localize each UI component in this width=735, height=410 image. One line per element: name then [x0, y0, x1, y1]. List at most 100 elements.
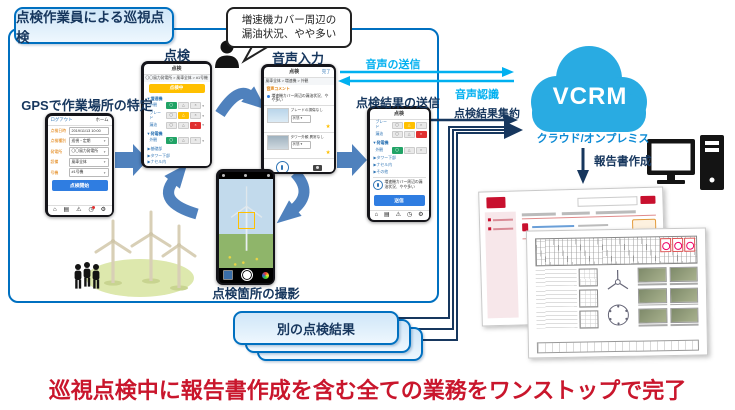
status-ng-button[interactable]: × [190, 137, 202, 145]
status-warn-button[interactable]: △ [403, 146, 415, 154]
done-button[interactable]: 完了 [321, 68, 331, 74]
status-warn-button[interactable]: △ [403, 121, 415, 129]
section-label: ▼増速機 [146, 95, 163, 101]
site-select[interactable]: 〇〇風力発電所▾ [68, 147, 109, 157]
section-link[interactable]: ▶タワー下部 [147, 152, 170, 158]
label-voice-input: 音声入力 [271, 51, 324, 66]
checklist-row[interactable]: 漏油 〇 △ × [370, 131, 429, 139]
status-ok-button[interactable]: 〇 [391, 146, 403, 154]
phone-bottom-nav[interactable]: ⌂ ▤ ⚠ ◷ ⚙ [47, 204, 112, 215]
camera-button[interactable] [312, 164, 322, 171]
field-label: 号機 [50, 169, 59, 175]
status-button[interactable]: 点検中 [148, 83, 205, 93]
result-flow-arrows [394, 114, 589, 341]
speech-bubble-line1: 増速機カバー周辺の [241, 14, 337, 27]
state-select[interactable]: 状態 ▾ [290, 114, 311, 123]
desktop-pc-icon [647, 135, 724, 190]
phone-bottom-nav[interactable]: ⌂ ▤ ⚠ ◷ ⚙ [369, 209, 429, 220]
status-ng-button[interactable]: × [415, 121, 427, 129]
filter-icon[interactable] [261, 271, 269, 279]
checklist-row[interactable]: 漏油 〇 △ × ▾ [149, 121, 205, 130]
status-warn-button[interactable]: △ [177, 121, 189, 130]
mic-button[interactable] [372, 179, 383, 190]
mic-dot-icon [266, 94, 270, 98]
status-ok-button[interactable]: 〇 [165, 137, 177, 145]
approval-stamp [684, 237, 696, 252]
chevron-down-icon: ▾ [202, 103, 205, 108]
section-link[interactable]: ▶ナセル内 [373, 162, 393, 168]
mic-button[interactable] [275, 161, 289, 172]
label-results-aggregation: 点検結果集約 [454, 108, 520, 120]
section-link[interactable]: ▶ナセル内 [147, 159, 167, 165]
status-ok-button[interactable]: 〇 [165, 102, 177, 110]
star-icon[interactable]: ★ [325, 123, 331, 130]
section-link[interactable]: ▶基礎部 [147, 145, 163, 151]
workers-group-icon [74, 262, 100, 289]
cloud-icon [531, 46, 647, 132]
other-results-box: 別の点検結果 [233, 311, 399, 345]
status-ng-button[interactable]: × [190, 112, 202, 120]
checklist-row[interactable]: ブレード 〇 △ × ▾ [149, 110, 205, 120]
status-ok-button[interactable]: 〇 [165, 112, 177, 120]
field-label: 設備 [50, 159, 59, 165]
section-link[interactable]: ▶その他 [373, 168, 389, 174]
photo-card[interactable]: ブレードの損傷なし 状態 ▾ ★ [263, 105, 334, 131]
settings-icon[interactable]: ⚙ [100, 207, 106, 213]
star-icon[interactable]: ★ [325, 150, 331, 157]
field-label: 点検日時 [50, 128, 67, 134]
breadcrumb: 風車全体 > 増速機 > 外観 [263, 77, 334, 85]
status-warn-button[interactable]: △ [177, 112, 189, 120]
shutter-button[interactable] [241, 269, 253, 281]
send-button[interactable]: 送信 [373, 194, 425, 206]
status-ok-button[interactable]: 〇 [391, 131, 403, 139]
photo-caption: ブレードの損傷なし [290, 108, 323, 113]
status-warn-button[interactable]: △ [403, 131, 415, 139]
docs-icon[interactable]: ▤ [384, 212, 390, 218]
status-ok-button[interactable]: 〇 [165, 121, 177, 130]
status-ng-button[interactable]: × [415, 146, 427, 154]
docs-icon[interactable]: ▤ [63, 207, 70, 213]
chevron-down-icon: ▾ [103, 170, 106, 175]
unit-select[interactable]: #1号機▾ [68, 168, 109, 178]
state-select[interactable]: 状態 ▾ [290, 140, 311, 149]
status-warn-button[interactable]: △ [177, 137, 189, 145]
workflow-arrows [115, 86, 367, 224]
alert-icon[interactable]: ⚠ [395, 212, 401, 218]
settings-icon[interactable]: ⚙ [418, 212, 424, 218]
checklist-row[interactable]: ブレード 〇 △ × [370, 120, 429, 131]
diagram-title: 点検作業員による巡視点検 [16, 9, 165, 45]
approval-stamp [660, 238, 672, 253]
checklist-row[interactable]: 外観 〇 △ × ▾ [149, 137, 205, 145]
status-ng-button[interactable]: × [190, 102, 202, 110]
wind-farm-scenery [74, 210, 197, 297]
alert-icon[interactable]: ⚠ [76, 207, 82, 213]
history-icon[interactable]: ◷ [406, 212, 413, 218]
voice-comment-label: 音声コメント [266, 85, 290, 91]
arrow-gps-to-inspect [115, 144, 148, 176]
camera-controls[interactable] [218, 267, 273, 283]
logout-link[interactable]: ログアウト [50, 117, 73, 122]
history-icon[interactable]: ◷ [88, 206, 96, 213]
type-select[interactable]: 巡視・定期▾ [68, 136, 109, 146]
checklist-row[interactable]: 外観 〇 △ × [370, 146, 429, 154]
status-ok-button[interactable]: 〇 [391, 121, 403, 129]
section-link[interactable]: ▶タワー下部 [373, 155, 396, 161]
home-icon[interactable]: ⌂ [52, 207, 57, 213]
field-label: 点検種別 [50, 138, 67, 144]
mic-icon [376, 182, 379, 188]
checklist-row[interactable]: 外観 〇 △ × ▾ [149, 102, 205, 110]
gallery-thumbnail[interactable] [222, 270, 233, 280]
start-inspection-button[interactable]: 点検開始 [51, 180, 108, 192]
datetime-field[interactable]: 2019/11/13 10:00 [68, 127, 109, 136]
status-ng-button[interactable]: × [190, 121, 202, 130]
photo-card[interactable]: タワー外観 異常なし 状態 ▾ ★ [263, 131, 334, 158]
equipment-select[interactable]: 風車全体▾ [68, 157, 109, 167]
status-ng-button[interactable]: × [415, 131, 427, 139]
camera-viewfinder[interactable] [218, 178, 273, 268]
cloud-subtitle: クラウド/オンプレミス [536, 133, 650, 145]
home-icon[interactable]: ⌂ [374, 212, 379, 218]
phone-inspection: 点検 〇〇風力発電所 > 風車全体 > #1号機 点検中 ▼増速機 外観 〇 △… [141, 61, 212, 168]
approval-stamp [672, 237, 684, 253]
status-warn-button[interactable]: △ [177, 102, 189, 110]
home-link[interactable]: ホーム [95, 117, 109, 122]
